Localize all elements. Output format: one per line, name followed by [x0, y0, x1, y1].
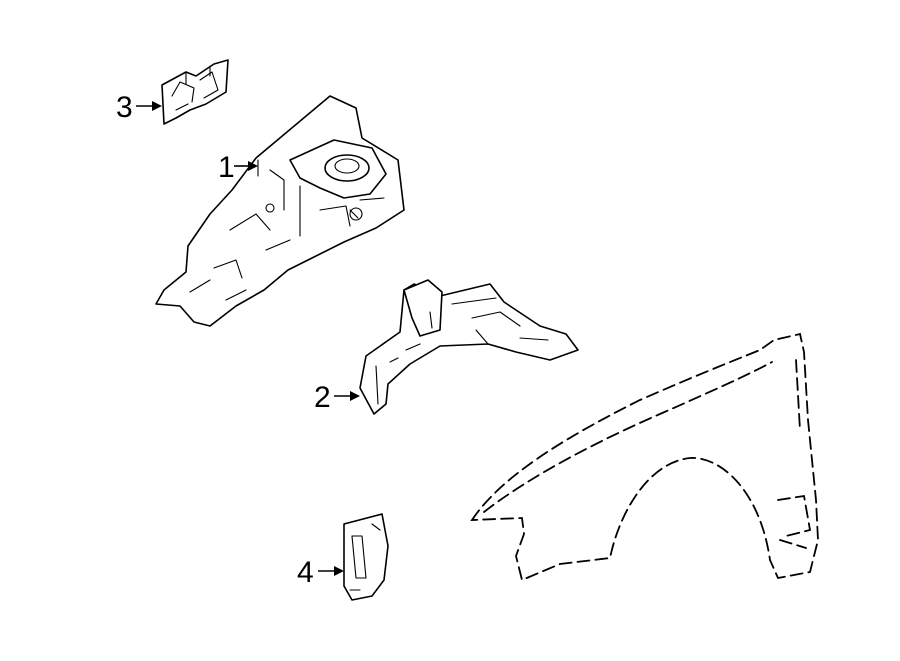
- callout-3: 3: [116, 91, 162, 124]
- callout-2: 2: [314, 381, 360, 414]
- rail-reinforcement-part[interactable]: [359, 279, 579, 415]
- callout-4: 4: [297, 556, 344, 589]
- bracket-part[interactable]: [161, 59, 229, 125]
- callout-1: 1: [218, 151, 258, 184]
- apron-assembly-part[interactable]: [155, 95, 405, 327]
- callout-label-1: 1: [218, 151, 235, 184]
- callout-label-3: 3: [116, 91, 133, 124]
- callout-label-4: 4: [297, 556, 314, 589]
- callout-label-2: 2: [314, 381, 331, 414]
- fender-outline: [470, 332, 819, 582]
- extension-part[interactable]: [343, 513, 389, 601]
